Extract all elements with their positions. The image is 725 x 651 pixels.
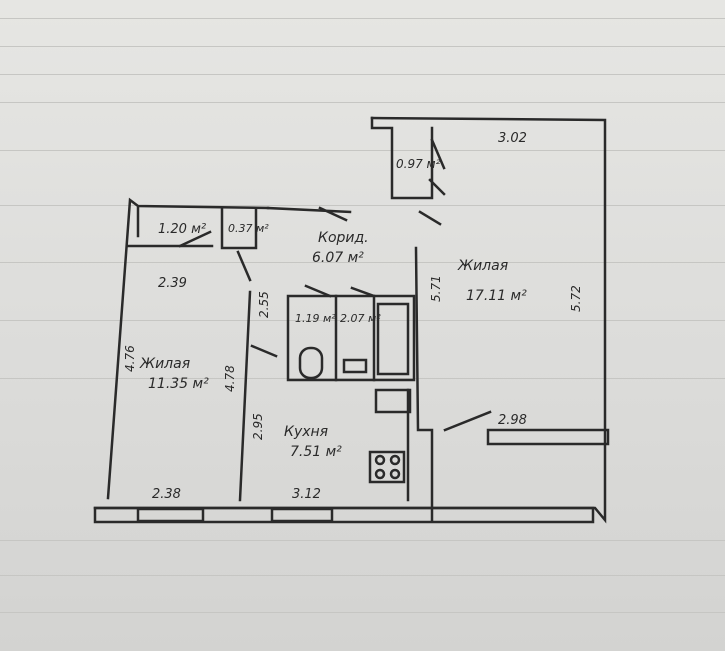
wall-box: [374, 388, 412, 414]
door-swing: [430, 138, 446, 170]
door-swing: [428, 178, 446, 196]
kitchen-name: Кухня: [284, 424, 328, 440]
corridor-name: Корид.: [318, 230, 369, 246]
bottom-wall-band: [93, 506, 595, 524]
closet-wall: [220, 206, 258, 250]
dim-3-02: 3.02: [498, 131, 527, 146]
window-left: [136, 507, 205, 523]
living-1-name: Жилая: [139, 356, 190, 372]
living-1-area: 11.35 м²: [148, 376, 209, 392]
burner: [374, 468, 386, 480]
dim-2-98: 2.98: [498, 413, 527, 428]
dim-2-55: 2.55: [257, 291, 271, 318]
window-right: [270, 507, 334, 523]
bath-2-label: 2.07 м²: [340, 312, 381, 325]
dim-4-76: 4.76: [123, 345, 137, 372]
sink: [342, 358, 368, 374]
bath-1-label: 1.19 м²: [295, 312, 336, 325]
dim-2-38: 2.38: [152, 487, 181, 502]
dim-2-95: 2.95: [251, 413, 265, 440]
top-right-room-wall: [370, 116, 434, 200]
bathtub: [376, 302, 410, 376]
left-wall: [106, 197, 270, 500]
door-swing: [318, 206, 348, 222]
living-2-area: 17.11 м²: [466, 288, 527, 304]
bath-block: [286, 294, 416, 382]
kitchen-left-wall: [238, 290, 252, 502]
kitchen-door: [250, 344, 278, 358]
door-swing: [418, 210, 442, 226]
dim-5-71: 5.71: [429, 275, 443, 302]
storage-door: [178, 230, 212, 248]
burner: [389, 468, 401, 480]
room-1-label: 1.20 м²: [158, 222, 206, 237]
balcony-door: [443, 410, 492, 432]
living-2-left-wall: [414, 246, 434, 522]
dim-3-12: 3.12: [292, 487, 321, 502]
corridor-top-wall: [266, 206, 352, 214]
stove: [368, 450, 406, 484]
balcony-window: [486, 428, 610, 446]
kitchen-area: 7.51 м²: [290, 444, 342, 460]
burner: [389, 454, 401, 466]
room-3-label: 0.97 м²: [396, 157, 441, 171]
living-2-name: Жилая: [457, 258, 508, 274]
room-2-label: 0.37 м²: [228, 222, 269, 235]
dim-5-72: 5.72: [569, 285, 583, 312]
burner: [374, 454, 386, 466]
dim-4-78: 4.78: [223, 365, 237, 392]
toilet: [298, 346, 324, 380]
bath-doors: [304, 284, 376, 298]
bath-partition: [334, 294, 376, 382]
corridor-area: 6.07 м²: [312, 250, 364, 266]
closet-door: [236, 250, 252, 282]
dim-2-39: 2.39: [158, 276, 187, 291]
